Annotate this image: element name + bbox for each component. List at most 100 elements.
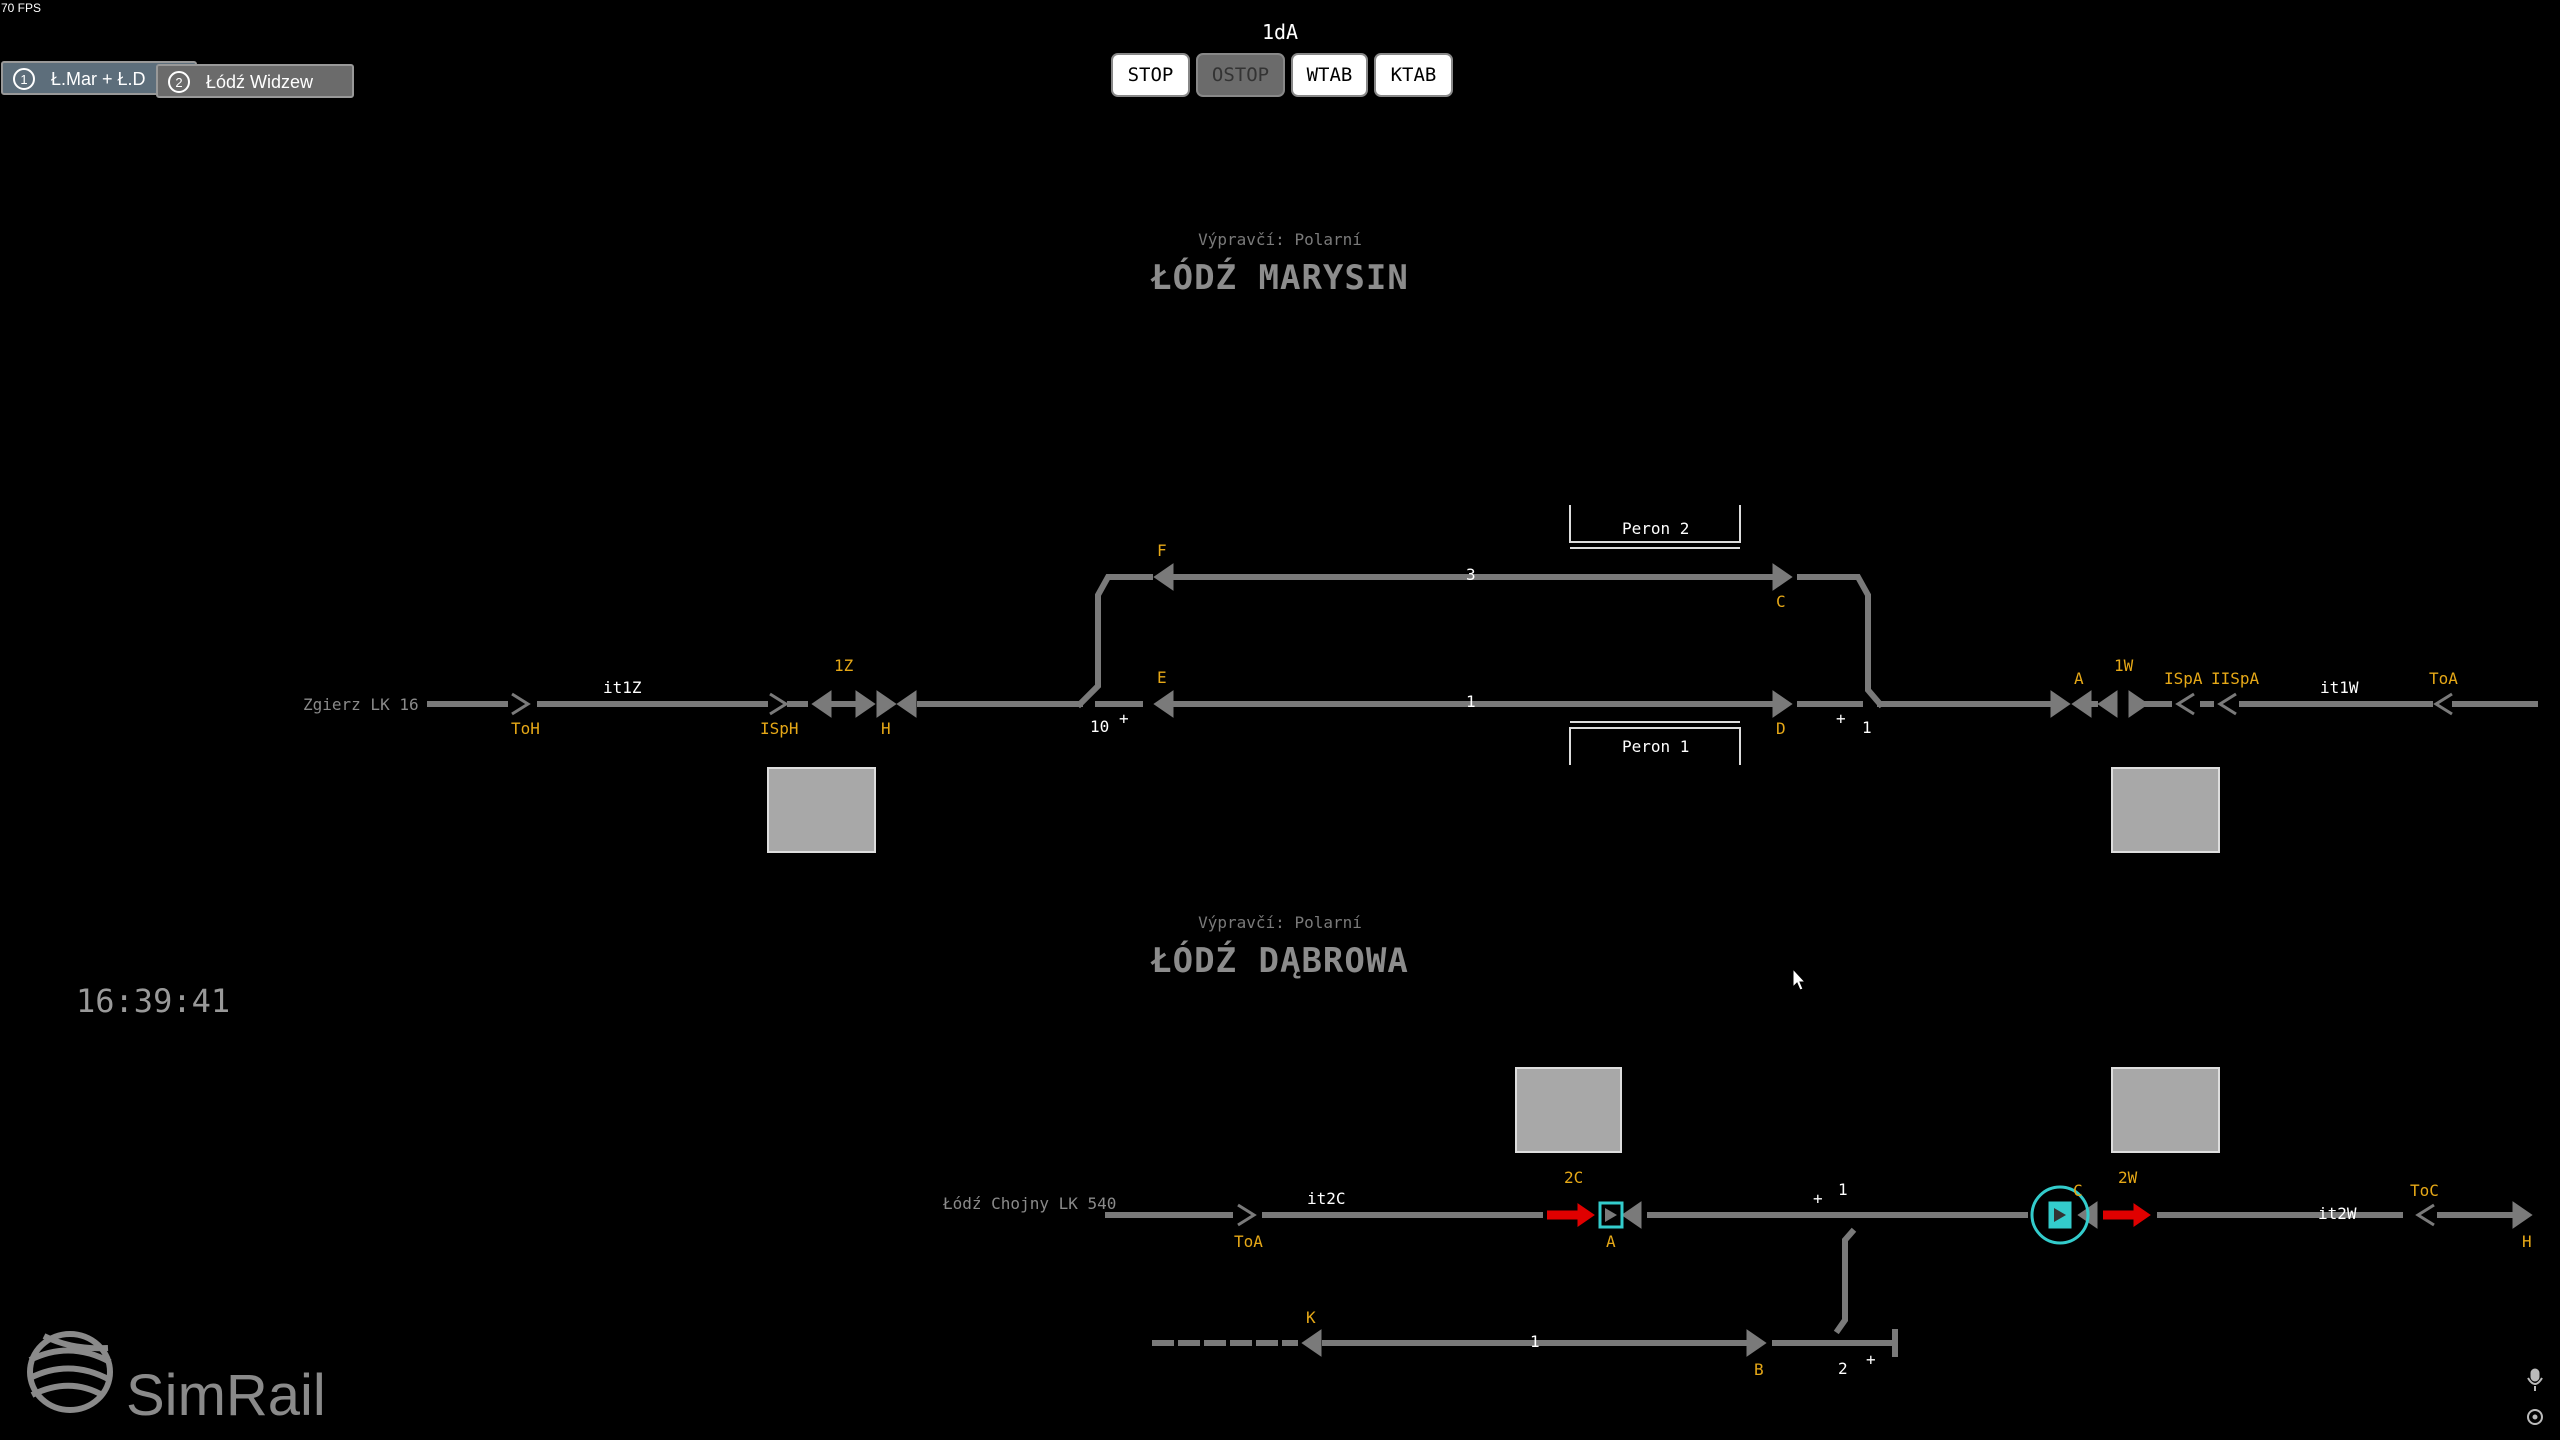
route-arrow-2C-head	[1577, 1203, 1595, 1227]
label-track-1-dabrowa: 1	[1838, 1180, 1848, 1199]
signal-IISpA[interactable]	[2217, 692, 2237, 716]
label-plus: +	[1813, 1189, 1823, 1208]
label-switch-10: 10	[1090, 717, 1109, 736]
label-C: C	[1776, 592, 1786, 611]
label-track-2: 2	[1838, 1359, 1848, 1378]
signal-C[interactable]	[1772, 563, 1793, 591]
dispatcher-label-marysin: Výpravčí: Polarní	[1198, 230, 1362, 249]
mouse-cursor	[1792, 967, 1807, 991]
signal-A-reverse-dabrowa[interactable]	[1621, 1201, 1642, 1229]
label-plus: +	[1866, 1350, 1876, 1369]
signal-K[interactable]	[1301, 1329, 1322, 1357]
signal-C-arrow	[2054, 1208, 2066, 1222]
label-H: H	[881, 719, 891, 738]
settings-icon[interactable]	[2527, 1409, 2543, 1425]
block-dabrowa-center[interactable]	[1515, 1067, 1622, 1153]
stop-button[interactable]: STOP	[1111, 53, 1190, 97]
signal-ToA-marysin[interactable]	[2433, 692, 2453, 716]
signal-1Z-right[interactable]	[855, 690, 876, 718]
block-marysin-left[interactable]	[767, 767, 876, 853]
ostop-button[interactable]: OSTOP	[1196, 53, 1285, 97]
label-track-1-lower: 1	[1530, 1332, 1540, 1351]
signal-D[interactable]	[1772, 690, 1793, 718]
tab-number: 1	[13, 68, 35, 90]
platform-2	[1569, 505, 1741, 543]
tab-label: Łódź Widzew	[206, 72, 314, 92]
label-A-dabrowa: A	[1606, 1232, 1616, 1251]
label-switch-1: 1	[1862, 718, 1872, 737]
tab-number: 2	[168, 71, 190, 93]
tab-lodz-widzew[interactable]: 2 Łódź Widzew	[156, 64, 354, 98]
label-track-3: 3	[1466, 565, 1476, 584]
switch-1[interactable]	[1797, 574, 1885, 709]
label-1W: 1W	[2114, 656, 2134, 675]
signal-H-dabrowa[interactable]	[2512, 1201, 2533, 1229]
label-D: D	[1776, 719, 1786, 738]
signal-A-active[interactable]	[1598, 1201, 1624, 1229]
signal-A-marysin[interactable]	[2050, 690, 2071, 718]
label-ISpA: ISpA	[2164, 669, 2203, 688]
station-name-dabrowa: ŁÓDŹ DĄBROWA	[1151, 941, 1409, 981]
label-ToC: ToC	[2410, 1181, 2439, 1200]
label-it2C: it2C	[1307, 1189, 1346, 1208]
label-ISpH: ISpH	[760, 719, 799, 738]
label-track-1: 1	[1466, 692, 1476, 711]
clock: 16:39:41	[76, 982, 231, 1020]
signal-A-arrow	[1605, 1208, 1617, 1222]
label-K: K	[1306, 1308, 1316, 1327]
signal-E[interactable]	[1153, 690, 1174, 718]
panel-title: 1dA	[1261, 20, 1299, 44]
label-H-dabrowa: H	[2522, 1232, 2532, 1251]
settings-icon-dot	[2532, 1414, 2538, 1420]
label-plus: +	[1836, 709, 1846, 728]
label-F: F	[1157, 541, 1167, 560]
signal-F[interactable]	[1153, 563, 1174, 591]
signal-1Z-left[interactable]	[811, 690, 832, 718]
signal-H-reverse[interactable]	[896, 690, 917, 718]
label-it1W: it1W	[2320, 678, 2359, 697]
ktab-button[interactable]: KTAB	[1374, 53, 1453, 97]
signal-1W-left[interactable]	[2097, 690, 2118, 718]
label-ToH: ToH	[511, 719, 540, 738]
dispatcher-label-dabrowa: Výpravčí: Polarní	[1198, 913, 1362, 932]
label-C-dabrowa: C	[2073, 1181, 2083, 1200]
label-2W: 2W	[2118, 1168, 2138, 1187]
signal-ToH[interactable]	[511, 692, 531, 716]
label-plus: +	[1119, 709, 1129, 728]
fps-counter: 70 FPS	[1, 1, 42, 15]
signal-C-selected-ring[interactable]	[2030, 1185, 2090, 1245]
label-B: B	[1754, 1360, 1764, 1379]
signal-ToA-dabrowa[interactable]	[1237, 1203, 1257, 1227]
label-E: E	[1157, 668, 1167, 687]
signal-ISpH[interactable]	[769, 692, 789, 716]
tab-label: Ł.Mar + Ł.D	[51, 69, 146, 89]
block-marysin-right[interactable]	[2111, 767, 2220, 853]
mic-icon[interactable]	[2530, 1368, 2540, 1382]
label-ToA: ToA	[2429, 669, 2458, 688]
signal-H[interactable]	[876, 690, 897, 718]
station-name-marysin: ŁÓDŹ MARYSIN	[1151, 258, 1409, 298]
label-peron-2: Peron 2	[1622, 519, 1689, 538]
label-2C: 2C	[1564, 1168, 1583, 1187]
line-label-chojny: Łódź Chojny LK 540	[942, 1194, 1116, 1213]
signal-A-reverse[interactable]	[2071, 690, 2092, 718]
mic-icon-stand	[2527, 1377, 2543, 1385]
label-peron-1: Peron 1	[1622, 737, 1689, 756]
line-label-zgierz: Zgierz LK 16	[303, 695, 419, 714]
switch-2[interactable]	[1833, 1227, 1857, 1335]
wtab-button[interactable]: WTAB	[1291, 53, 1368, 97]
signal-ISpA[interactable]	[2175, 692, 2195, 716]
label-ToA-dabrowa: ToA	[1234, 1232, 1263, 1251]
platform-1	[1569, 727, 1741, 765]
signal-B[interactable]	[1746, 1329, 1767, 1357]
label-A: A	[2074, 669, 2084, 688]
signal-1W-right[interactable]	[2128, 690, 2149, 718]
label-1Z: 1Z	[834, 656, 854, 675]
simrail-logo-icon	[27, 1331, 113, 1413]
label-it2W: it2W	[2318, 1204, 2357, 1223]
block-dabrowa-right[interactable]	[2111, 1067, 2220, 1153]
switch-10[interactable]	[1075, 574, 1153, 709]
label-IISpA: IISpA	[2211, 669, 2260, 688]
signal-ToC[interactable]	[2415, 1203, 2435, 1227]
